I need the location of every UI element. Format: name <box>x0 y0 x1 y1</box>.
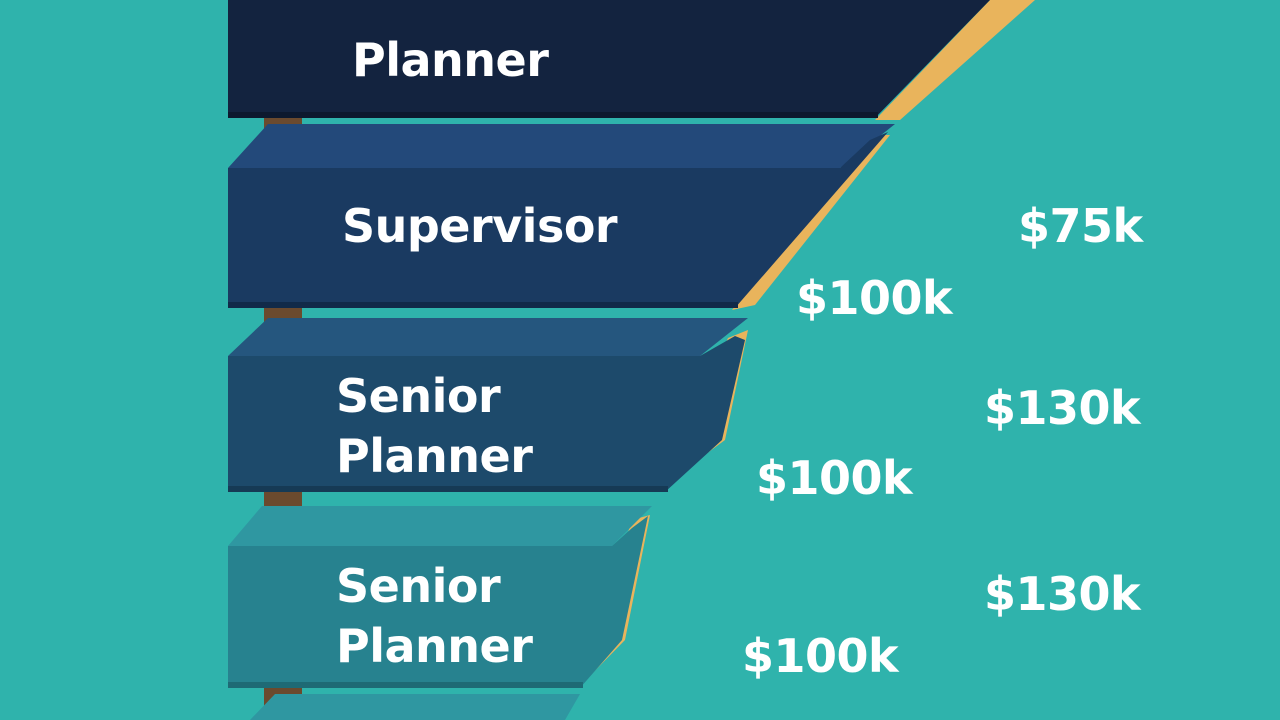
tier-block <box>250 694 580 720</box>
tier-block <box>228 124 895 308</box>
tier-block <box>228 0 990 118</box>
tier-label-text: Senior Planner <box>336 369 533 483</box>
tier-block <box>228 506 652 688</box>
tier-label-senior-planner: Senior Planner <box>336 556 576 676</box>
salary-label: $100k <box>796 271 953 325</box>
tier-label-supervisor: Supervisor <box>342 199 618 253</box>
salary-label: $100k <box>756 451 913 505</box>
tier-label-senior-planner: Senior Planner <box>336 366 576 486</box>
salary-label: $75k <box>1018 199 1143 253</box>
salary-label: $130k <box>984 567 1141 621</box>
tier-label-text: Senior Planner <box>336 559 533 673</box>
tier-block <box>228 318 748 492</box>
salary-label: $100k <box>742 629 899 683</box>
ribbon-segment <box>875 0 1035 120</box>
salary-label: $130k <box>984 381 1141 435</box>
ribbon-segment <box>732 135 890 310</box>
tier-label-planner: Planner <box>352 33 549 87</box>
